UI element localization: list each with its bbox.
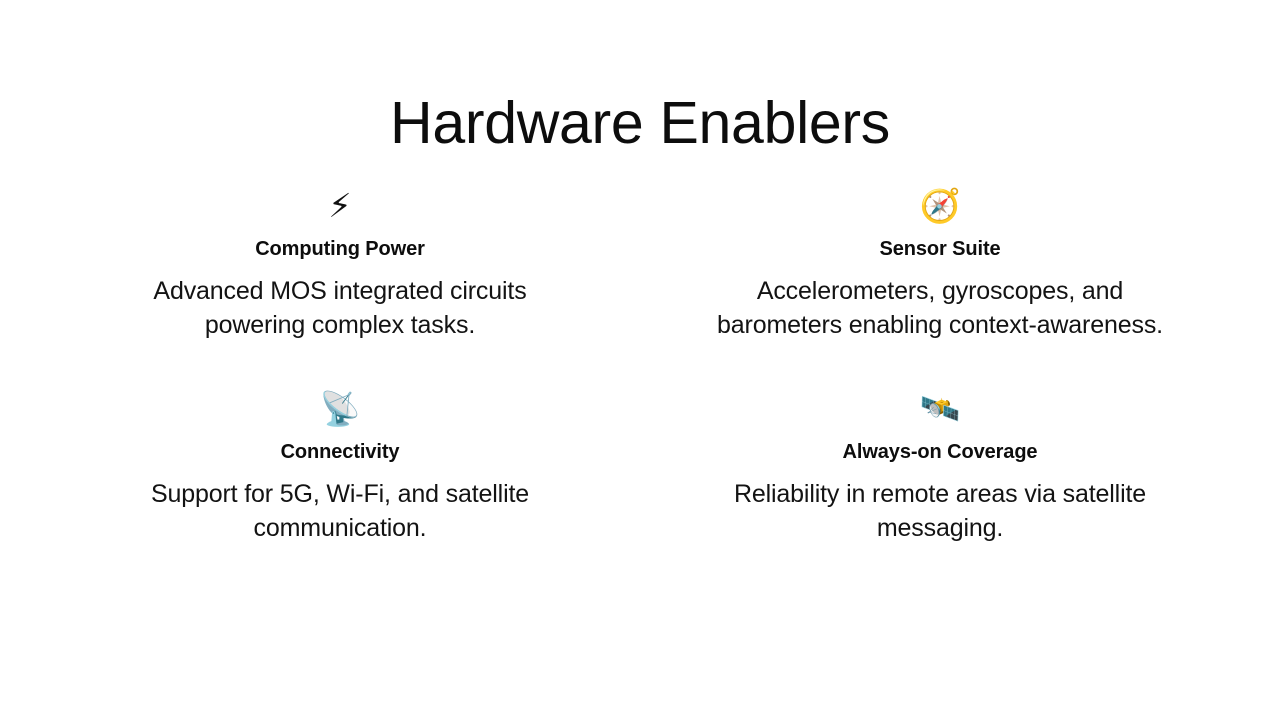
- satellite-icon: 🛰️: [919, 389, 961, 428]
- high-voltage-icon: ⚡: [328, 186, 352, 225]
- feature-card-description: Advanced MOS integrated circuits powerin…: [153, 277, 527, 339]
- feature-card-heading: Sensor Suite: [879, 238, 1001, 260]
- feature-card-description: Accelerometers, gyroscopes, and baromete…: [717, 277, 1163, 339]
- feature-card-description: Reliability in remote areas via satellit…: [733, 480, 1147, 542]
- feature-grid: ⚡ Computing Power Advanced MOS integrate…: [40, 186, 1240, 545]
- feature-card-always-on-coverage: 🛰️ Always-on Coverage Reliability in rem…: [640, 389, 1240, 545]
- feature-card-heading: Connectivity: [280, 441, 400, 463]
- page-title: Hardware Enablers: [390, 89, 890, 156]
- compass-icon: 🧭: [919, 186, 961, 225]
- feature-card-heading: Always-on Coverage: [842, 441, 1038, 463]
- feature-card-connectivity: 📡 Connectivity Support for 5G, Wi-Fi, an…: [40, 389, 640, 545]
- feature-card-sensor-suite: 🧭 Sensor Suite Accelerometers, gyroscope…: [640, 186, 1240, 342]
- satellite-antenna-icon: 📡: [319, 389, 361, 428]
- feature-card-computing-power: ⚡ Computing Power Advanced MOS integrate…: [40, 186, 640, 342]
- feature-card-heading: Computing Power: [255, 238, 425, 260]
- feature-card-description: Support for 5G, Wi-Fi, and satellite com…: [150, 480, 530, 542]
